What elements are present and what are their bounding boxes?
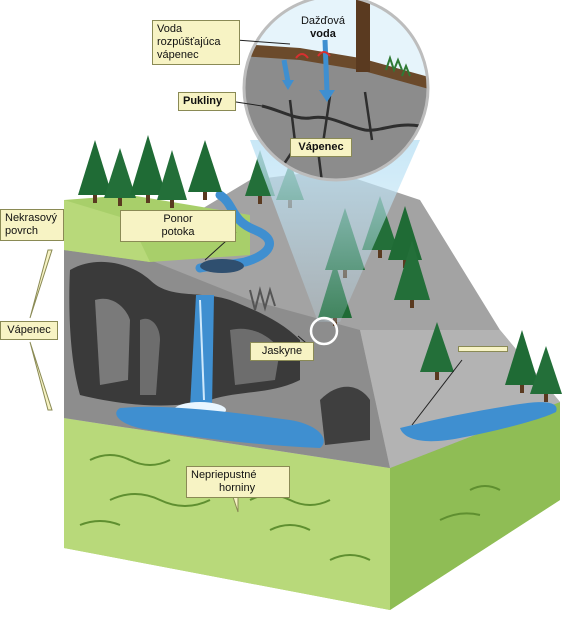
sinkhole-line1: Ponor [163,213,193,225]
limestone-side-label: Vápenec [0,321,58,340]
non-karst-label: Nekrasový povrch [0,209,64,241]
tree-icon [505,330,539,393]
impermeable-label: Nepriepustné horniny [186,466,290,498]
magnifier-beam [250,140,420,346]
cracks-label: Pukliny [178,92,236,111]
spring-river [400,402,557,442]
tree-icon [530,346,562,402]
limestone-pointer-lower [29,341,53,411]
tree-icon [157,150,187,208]
tree-icon [420,322,454,380]
impermeable-line2: horniny [219,482,256,494]
magnifier-circle-icon [309,316,339,346]
rain-water-label: Dažďová voda [297,15,349,41]
tree-icon [78,140,112,203]
tree-icon [394,240,430,308]
dissolving-water-label: Voda rozpúšťajúca vápenec [152,20,240,65]
tree-icon [104,148,136,206]
limestone-zoom-label: Vápenec [290,138,352,157]
non-karst-line1: Nekrasový [5,212,57,224]
rain-water-label-line2: voda [310,28,336,40]
tree-icon [188,140,222,200]
cracks-label-text: Pukliny [183,95,223,107]
tree-icon [130,135,166,203]
limestone-pointer [29,249,53,319]
caves-label-text: Jaskyne [261,345,303,357]
limestone-zoom-label-text: Vápenec [298,141,344,153]
caves-label: Jaskyne [250,342,314,361]
dissolving-water-line2: rozpúšťajúca [157,36,221,48]
spring-label [458,346,508,352]
limestone-side-label-text: Vápenec [7,324,51,336]
sinkhole-line2: potoka [161,226,195,238]
rain-water-label-line1: Dažďová [300,15,346,27]
underground-river [116,406,324,448]
impermeable-layer [64,402,560,610]
impermeable-line1: Nepriepustné [191,469,257,481]
dissolving-water-line3: vápenec [157,49,199,61]
sinkhole-label: Ponor potoka [120,210,236,242]
non-karst-line2: povrch [5,225,39,237]
dissolving-water-line1: Voda [157,23,183,35]
